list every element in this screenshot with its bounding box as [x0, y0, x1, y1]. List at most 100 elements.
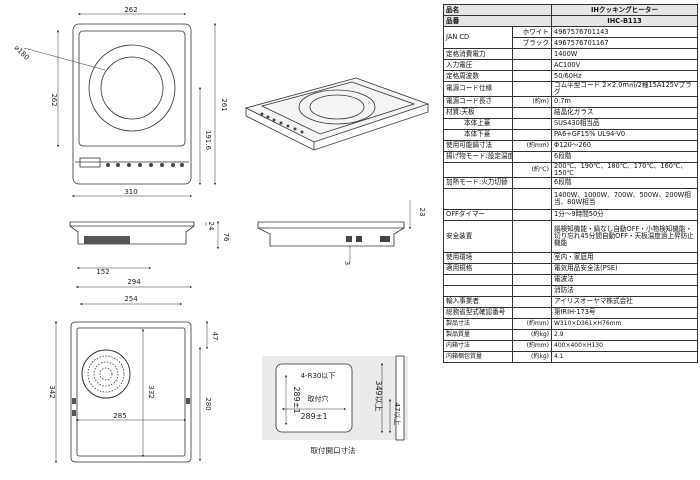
spec-row: 消防法 [443, 284, 698, 297]
dim-342: 342 [48, 385, 56, 398]
spec-unit: (約mm) [512, 139, 552, 152]
spec-row: 材質:天板 結晶化ガラス [443, 106, 698, 119]
dim-254: 254 [124, 295, 138, 303]
spec-key: 定格周波数 [443, 70, 513, 82]
spec-unit [512, 219, 552, 253]
spec-value: 1400W [551, 48, 698, 60]
spec-key: 材質:天板 [443, 106, 513, 119]
spec-unit [512, 251, 552, 264]
spec-value: Φ120〜260 [551, 139, 698, 152]
spec-key: OFFタイマー [443, 208, 513, 221]
spec-row: 定格周波数 50/60Hz [443, 70, 698, 82]
spec-key: 製品寸法 [443, 317, 513, 330]
spec-row: 使用可能鍋寸法(約mm)Φ120〜260 [443, 139, 698, 152]
spec-value: 第IRIH-173号 [551, 306, 698, 319]
dim-height-left: 262 [50, 93, 58, 106]
dim-152: 152 [96, 268, 109, 276]
spec-key: 電源コード仕様 [443, 81, 513, 97]
spec-unit [512, 128, 552, 141]
spec-value: IHクッキングヒーター [551, 4, 698, 16]
dim-285: 285 [113, 412, 126, 420]
cutout-view [262, 355, 408, 441]
spec-value: 50/60Hz [551, 70, 698, 82]
spec-value: アイリスオーヤマ株式会社 [551, 295, 698, 308]
spec-sub: ホワイト [512, 26, 552, 38]
spec-unit [512, 48, 552, 60]
spec-row: OFFタイマー 1分〜9時間50分 [443, 208, 698, 221]
spec-key [443, 273, 513, 286]
cutout-caption: 取付開口寸法 [311, 445, 356, 455]
dim-23: 23 [418, 208, 426, 217]
dim-280: 280 [204, 397, 212, 410]
spec-key: 本体上蓋 [443, 117, 513, 130]
spec-value: 消防法 [551, 284, 698, 297]
spec-row: 輸入事業者アイリスオーヤマ株式会社 [443, 295, 698, 308]
spec-key [443, 161, 513, 178]
spec-value: W310×D361×H76mm [551, 317, 698, 330]
spec-unit: (約kg) [512, 328, 552, 341]
dim-76: 76 [222, 233, 230, 242]
spec-key: 加熱モード:火力切替 [443, 176, 513, 189]
cutout-h1: 349以上 [374, 380, 383, 411]
spec-value: SUS430相当品 [551, 117, 698, 130]
dim-diameter: ⌀180 [13, 44, 31, 62]
spec-unit [512, 273, 552, 286]
spec-unit [512, 70, 552, 82]
spec-value: 鍋検知機能・鍋なし自動OFF・小物検知機能・切り忘れ45分間自動OFF・天板温度… [551, 219, 698, 253]
side-view [257, 200, 412, 262]
dim-332: 332 [147, 385, 155, 398]
dim-3: 3 [343, 261, 351, 265]
spec-unit [512, 150, 552, 163]
cutout-label: 取付穴 [308, 394, 329, 403]
spec-key: 本体下蓋 [443, 128, 513, 141]
spec-unit [512, 262, 552, 275]
spec-value: 1分〜9時間50分 [551, 208, 698, 221]
dim-width-top: 262 [124, 6, 137, 14]
spec-unit [512, 117, 552, 130]
spec-key: 内箱梱包質量 [443, 350, 513, 363]
cutout-w2: 289±1 [300, 412, 327, 421]
spec-value: 結晶化ガラス [551, 106, 698, 119]
spec-unit [512, 306, 552, 319]
spec-key: 安全装置 [443, 219, 513, 253]
spec-key: 品番 [443, 15, 552, 27]
spec-key: 内箱寸法 [443, 339, 513, 352]
spec-row: 製品質量(約kg)2.9 [443, 328, 698, 341]
spec-unit: (約℃) [512, 161, 552, 178]
spec-row: 電源コード仕様 ゴム平型コード 2×2.0m㎡/2種15A125Vプラグ [443, 81, 698, 97]
dim-24: 24 [207, 222, 215, 231]
spec-value: IHC-B113 [551, 15, 698, 27]
spec-value: 400×400×H130 [551, 339, 698, 352]
spec-unit [512, 187, 552, 210]
dim-width-bottom: 310 [124, 188, 137, 196]
spec-row: 定格消費電力 1400W [443, 48, 698, 60]
spec-value: ゴム平型コード 2×2.0m㎡/2種15A125Vプラグ [551, 81, 698, 97]
spec-row: 本体上蓋 SUS430相当品 [443, 117, 698, 130]
spec-key: 揚げ物モード:設定温度 [443, 150, 513, 163]
spec-key: 品名 [443, 4, 552, 16]
spec-row: 内箱梱包質量(約kg)4.1 [443, 350, 698, 363]
spec-unit [512, 176, 552, 189]
spec-unit: (約kg) [512, 350, 552, 363]
spec-key: 定格消費電力 [443, 48, 513, 60]
cutout-w1: 289±1 [292, 386, 301, 413]
spec-value: 電波法 [551, 273, 698, 286]
spec-value: 4967576701143 [551, 26, 698, 38]
spec-key: 適用規格 [443, 262, 513, 275]
spec-value: 4967576701167 [551, 37, 698, 49]
dim-191-6: 191.6 [204, 130, 212, 151]
spec-key: 電源コード長さ [443, 95, 513, 108]
spec-key: 総務省型式確認番号 [443, 306, 513, 319]
spec-row: 電源コード長さ(約m)0.7m [443, 95, 698, 108]
dim-294: 294 [127, 278, 141, 286]
spec-value: PA6+GF15% UL94-V0 [551, 128, 698, 141]
spec-row: 内箱寸法(約mm)400×400×H130 [443, 339, 698, 352]
isometric-view [244, 77, 430, 151]
spec-key: 使用環境 [443, 251, 513, 264]
spec-unit [512, 59, 552, 71]
